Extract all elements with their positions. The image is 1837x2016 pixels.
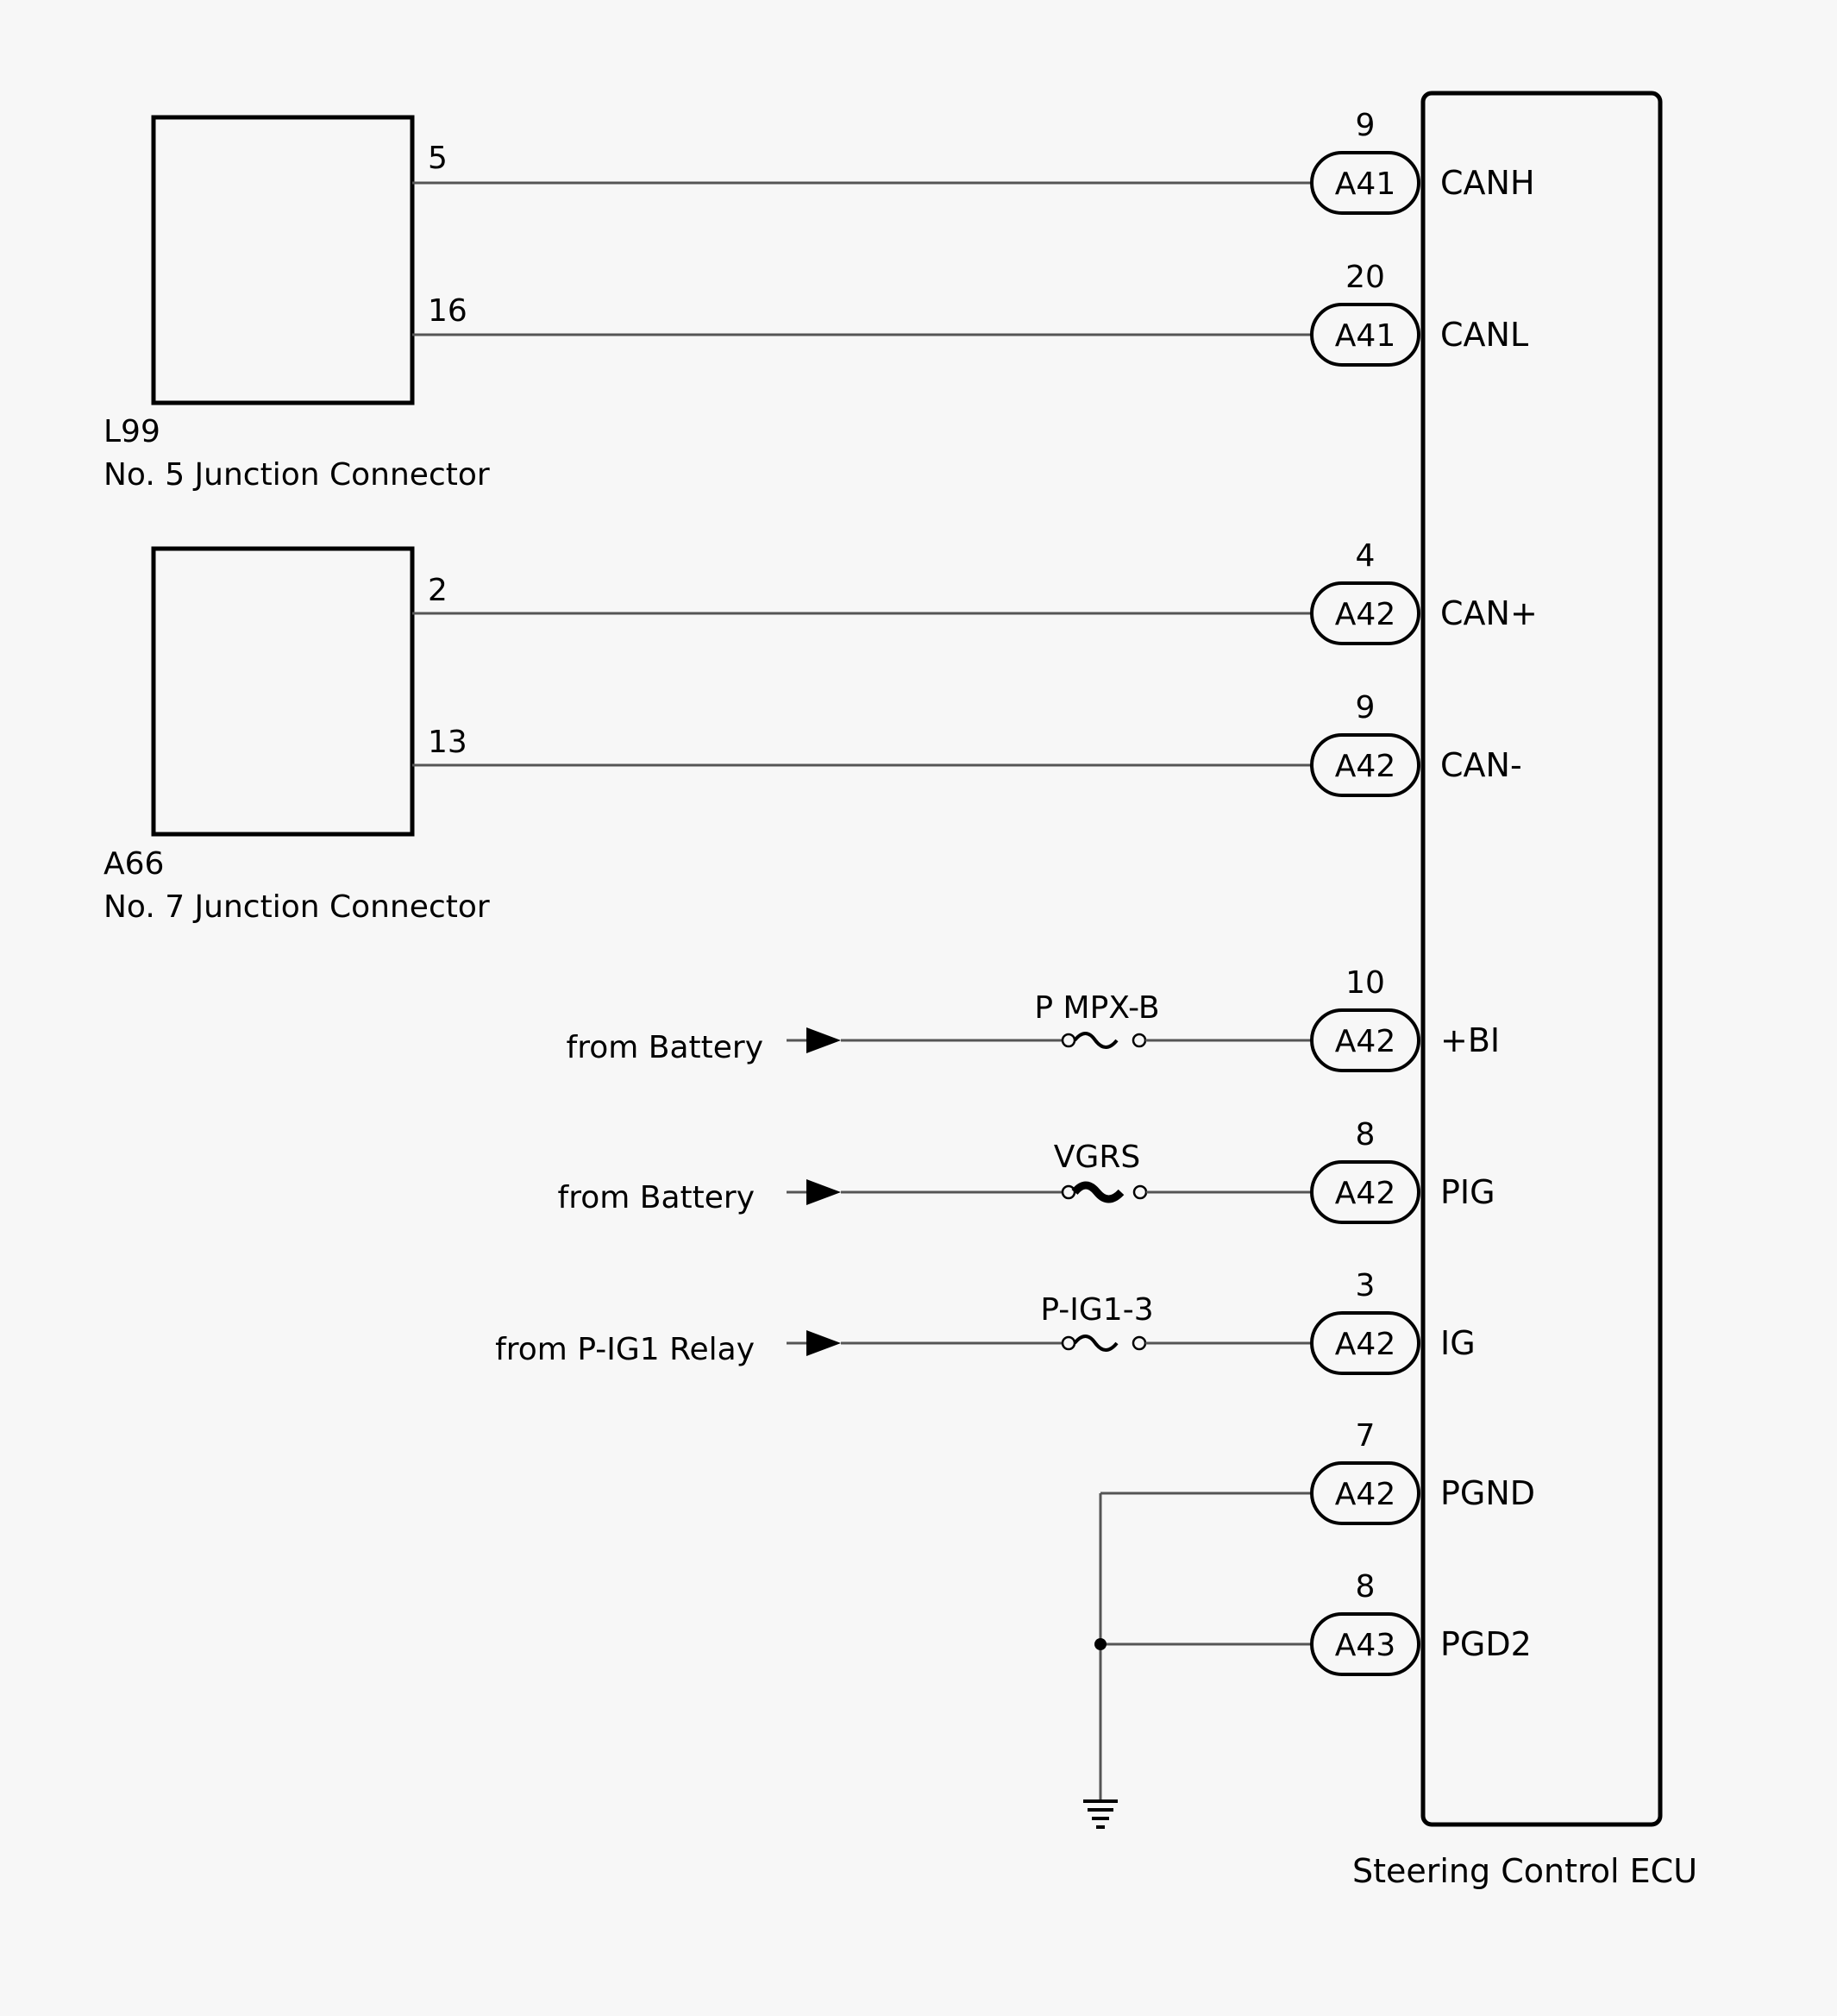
terminal-pin-number: 20: [1345, 260, 1385, 295]
terminal-connector-code: A42: [1335, 1176, 1395, 1211]
l99-connector-box: [151, 115, 415, 405]
terminal-pin-number: 9: [1356, 690, 1376, 725]
connector-pill: [1310, 1461, 1420, 1525]
terminal-connector-code: A41: [1335, 318, 1395, 354]
a66-pin-label: 13: [428, 725, 467, 760]
connector-pill: [1310, 303, 1420, 367]
splice-point: [1094, 1638, 1107, 1650]
terminal-connector-code: A41: [1335, 166, 1395, 202]
terminal-pin-number: 9: [1356, 108, 1376, 143]
fuse-label: P MPX-B: [1034, 990, 1159, 1026]
connector-pill: [1310, 1160, 1420, 1224]
terminal-pin-number: 3: [1356, 1268, 1376, 1303]
terminal-pin-number: 4: [1356, 538, 1376, 574]
connector-pill: [1310, 1311, 1420, 1375]
ecu-name: Steering Control ECU: [1352, 1852, 1697, 1890]
fuse-label: VGRS: [1054, 1140, 1140, 1175]
connector-pill: [1310, 1008, 1420, 1072]
terminal-pin-number: 8: [1356, 1117, 1376, 1152]
l99-connector-name: No. 5 Junction Connector: [103, 457, 490, 493]
a66-pin-label: 2: [428, 573, 448, 608]
supply-source-label: from Battery: [558, 1180, 755, 1215]
supply-line-ig: P-IG1-3: [787, 1292, 1313, 1356]
supply-source-label: from P-IG1 Relay: [495, 1332, 755, 1367]
terminal-pin-number: 10: [1345, 965, 1385, 1001]
arrow-icon: [806, 1330, 841, 1356]
connector-pill: [1310, 1612, 1420, 1676]
fuse-label: P-IG1-3: [1040, 1292, 1153, 1328]
connector-pill: [1310, 151, 1420, 215]
terminal-connector-code: A42: [1335, 749, 1395, 784]
terminal-connector-code: A42: [1335, 597, 1395, 632]
connector-pill: [1310, 581, 1420, 645]
terminal-signal-name: CANH: [1440, 164, 1535, 202]
a66-connector-name: No. 7 Junction Connector: [103, 889, 490, 925]
terminal-connector-code: A42: [1335, 1477, 1395, 1512]
terminal-signal-name: PGND: [1440, 1474, 1535, 1512]
terminal-connector-code: A42: [1335, 1024, 1395, 1059]
supply-source-label: from Battery: [567, 1030, 763, 1065]
terminal-signal-name: CAN+: [1440, 594, 1538, 632]
l99-connector-id: L99: [103, 414, 160, 449]
supply-line-pig: VGRS: [787, 1140, 1313, 1205]
arrow-icon: [806, 1027, 841, 1053]
a66-connector-box: [151, 546, 415, 837]
terminal-signal-name: CAN-: [1440, 746, 1522, 784]
ground-wiring: [1083, 1492, 1313, 1829]
connector-pill: [1310, 733, 1420, 797]
a66-connector-id: A66: [103, 846, 164, 882]
l99-pin-label: 16: [428, 293, 467, 329]
terminal-signal-name: PIG: [1440, 1173, 1495, 1211]
ecu-box: [1420, 91, 1663, 1827]
terminal-signal-name: IG: [1440, 1324, 1476, 1362]
fusible-link-icon: [1061, 1181, 1148, 1203]
terminal-connector-code: A43: [1335, 1628, 1395, 1663]
l99-pin-label: 5: [428, 141, 448, 176]
terminal-pin-number: 8: [1356, 1569, 1376, 1605]
terminal-signal-name: +BI: [1440, 1021, 1500, 1059]
fuse-icon: [1061, 1335, 1147, 1352]
terminal-signal-name: PGD2: [1440, 1625, 1532, 1663]
supply-line-bi: P MPX-B: [787, 990, 1313, 1053]
ground-icon: [1083, 1799, 1118, 1829]
terminal-pin-number: 7: [1356, 1418, 1376, 1454]
terminal-signal-name: CANL: [1440, 316, 1528, 354]
arrow-icon: [806, 1179, 841, 1205]
fuse-icon: [1061, 1032, 1147, 1049]
terminal-connector-code: A42: [1335, 1327, 1395, 1362]
